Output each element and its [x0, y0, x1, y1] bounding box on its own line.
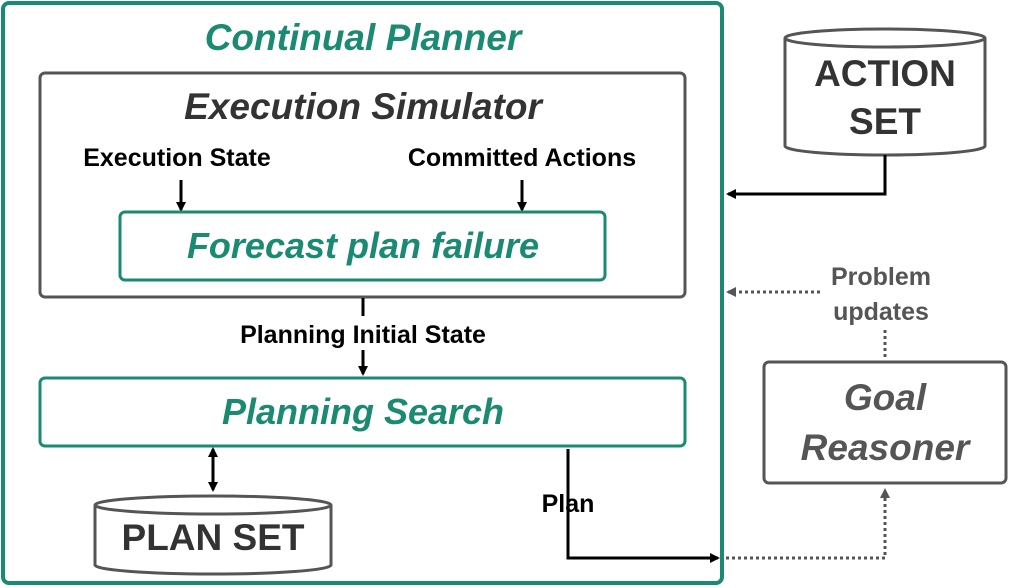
forecast-plan-failure-box [118, 210, 607, 282]
plan-set-label: PLAN SET [122, 517, 305, 558]
execution-simulator-box [38, 71, 687, 299]
continual-planner-title: Continual Planner [205, 17, 524, 58]
action-set-label-line1: ACTION [814, 53, 956, 94]
plan-arrow [566, 449, 720, 563]
planning-search-label: Planning Search [222, 391, 504, 432]
goal-reasoner-label-line1: Goal [844, 377, 927, 418]
forecast-plan-failure-label: Forecast plan failure [187, 225, 539, 266]
plan-to-goal-reasoner-arrow [726, 488, 890, 560]
action-set-arrow [726, 155, 887, 199]
committed-actions-label: Committed Actions [408, 144, 636, 172]
planning-initial-state-label: Planning Initial State [240, 321, 486, 349]
plan-set-cylinder [93, 494, 333, 576]
planning-search-box [38, 376, 687, 448]
execution-simulator-title: Execution Simulator [184, 86, 544, 127]
execution-state-label: Execution State [83, 144, 271, 172]
continual-planner-box [1, 1, 724, 585]
problem-updates-label-line2: updates [833, 298, 929, 326]
planning-initial-state-label-bg [210, 316, 515, 350]
problem-updates-label-line1: Problem [831, 263, 931, 291]
goal-reasoner-box [762, 360, 1008, 485]
plan-arrow-label: Plan [542, 490, 595, 518]
action-set-label-line2: SET [849, 101, 921, 142]
action-set-cylinder [783, 27, 987, 157]
goal-reasoner-label-line2: Reasoner [801, 427, 972, 468]
